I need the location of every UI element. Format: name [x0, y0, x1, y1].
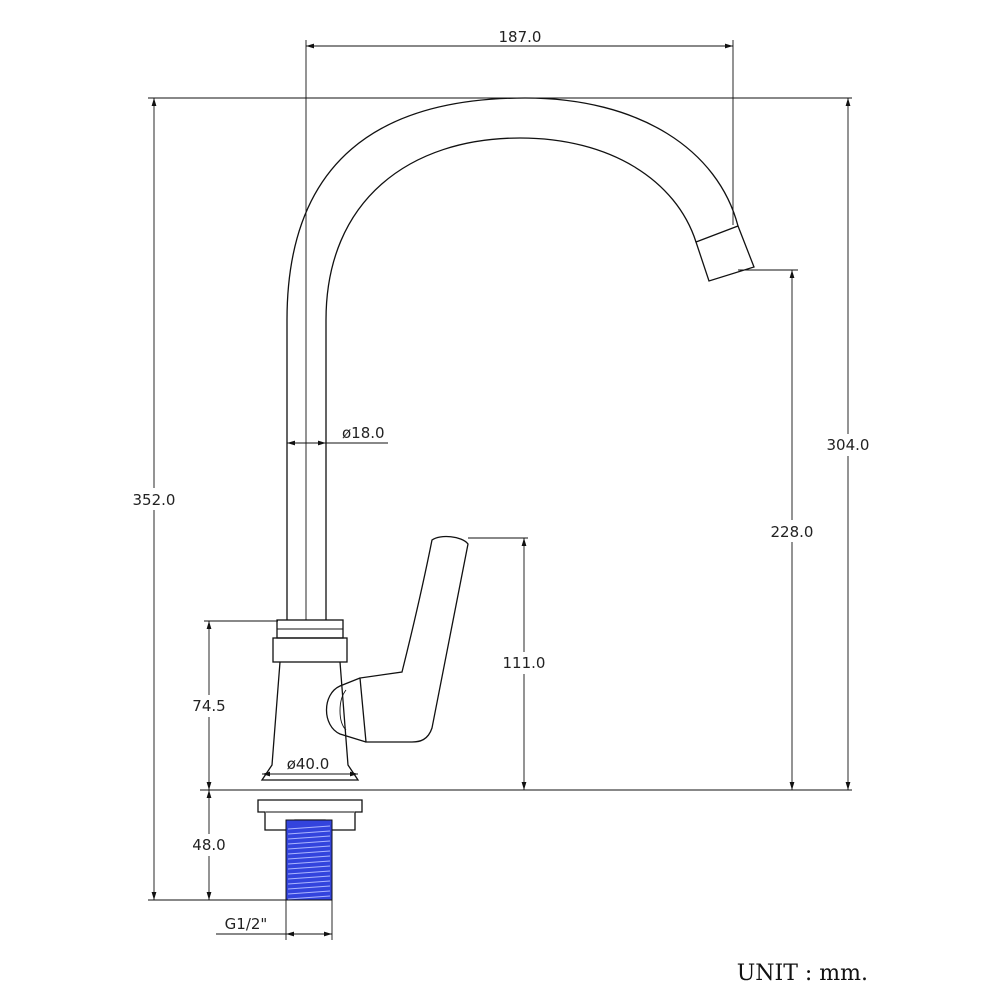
- dimension-spout-height: 304.0: [820, 98, 876, 790]
- thread-hatch-line: [287, 860, 331, 865]
- dimension-thread: G1/2": [216, 900, 333, 940]
- outlet-height-label: 228.0: [771, 523, 814, 541]
- thread-hatch-line: [287, 870, 331, 875]
- handle-height-label: 111.0: [503, 654, 546, 672]
- thread-label: G1/2": [225, 915, 268, 933]
- aerator: [695, 225, 755, 282]
- thread-hatch-line: [287, 825, 331, 830]
- dimension-overall-height: 352.0: [126, 97, 852, 901]
- thread-hatch-line: [287, 890, 331, 895]
- collar-ring-bottom: [272, 637, 348, 663]
- spout-inner: [325, 137, 697, 620]
- base-diameter-label: ø40.0: [287, 755, 330, 773]
- thread-hatch-line: [287, 855, 331, 860]
- dimension-body-height: 74.5: [186, 620, 278, 791]
- spout-outer: [286, 97, 739, 620]
- thread-hatch-line: [287, 880, 331, 885]
- dimension-shank-length: 48.0: [186, 790, 232, 900]
- thread-hatch-line: [287, 835, 331, 840]
- thread-shank: [285, 819, 333, 901]
- dimension-spout-reach: 187.0: [305, 28, 734, 620]
- shank-length-label: 48.0: [192, 836, 225, 854]
- dimension-base-diameter: ø40.0: [262, 755, 358, 777]
- thread-hatch-line: [287, 875, 331, 880]
- faucet-outline: [257, 97, 755, 831]
- spout-reach-label: 187.0: [499, 28, 542, 46]
- handle-hub: [326, 677, 367, 743]
- thread-hatch-line: [287, 845, 331, 850]
- thread-hatch-line: [287, 885, 331, 890]
- thread-hatch-line: [287, 850, 331, 855]
- dimension-tube-diameter: ø18.0: [287, 424, 388, 446]
- spout-height-label: 304.0: [827, 436, 870, 454]
- overall-height-label: 352.0: [133, 491, 176, 509]
- lever-handle: [359, 535, 469, 743]
- thread-hatch-line: [287, 865, 331, 870]
- thread-hatch-line: [287, 840, 331, 845]
- dimension-handle-height: 111.0: [468, 537, 550, 790]
- thread-hatch-line: [287, 895, 331, 900]
- thread-hatch-line: [287, 830, 331, 835]
- body-height-label: 74.5: [192, 697, 225, 715]
- tube-diameter-label: ø18.0: [342, 424, 385, 442]
- dimension-outlet-height: 228.0: [738, 269, 820, 790]
- unit-label: UNIT : mm.: [737, 961, 868, 986]
